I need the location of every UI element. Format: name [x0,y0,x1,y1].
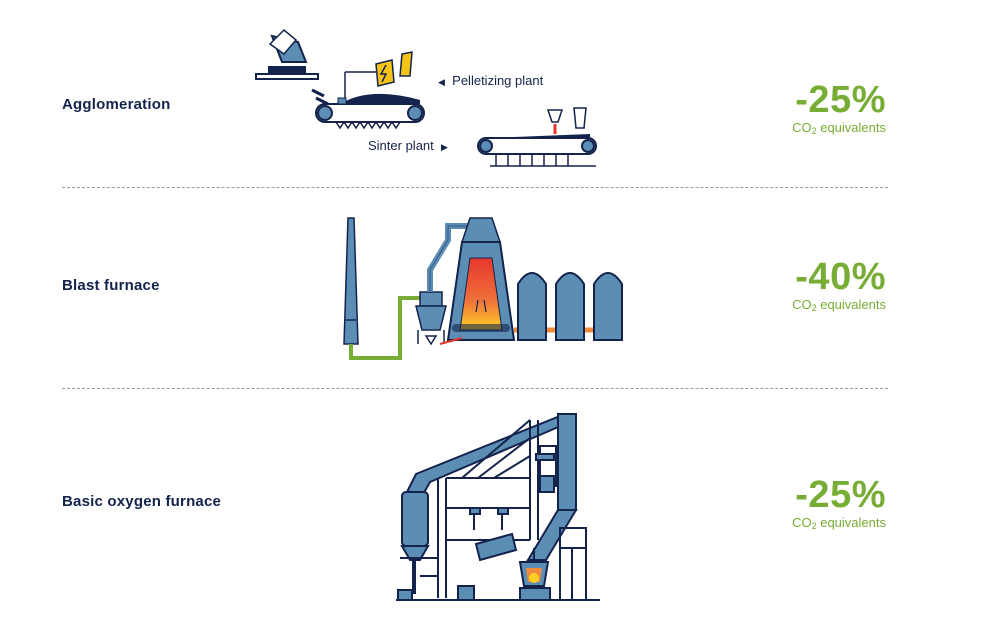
sinter-label: Sinter plant ▶ [368,138,448,153]
row-title-blast-furnace: Blast furnace [62,277,160,294]
sinter-conveyor-icon [477,107,597,167]
reduction-unit: CO2 equivalents [792,120,886,136]
pelletizing-label: ◀ Pelletizing plant [438,73,544,88]
reduction-unit: CO2 equivalents [792,515,886,531]
reduction-blast-furnace: -40% CO2 equivalents [792,257,886,316]
divider-1 [62,187,888,188]
arrow-left-icon: ◀ [438,77,445,87]
reduction-agglomeration: -25% CO2 equivalents [792,80,886,139]
excavator-icon [255,28,329,106]
divider-2 [62,388,888,389]
arrow-right-icon: ▶ [441,142,448,152]
chimney-icon [343,217,359,345]
converter-plant-icon [396,413,600,601]
reduction-unit: CO2 equivalents [792,297,886,313]
row-title-agglomeration: Agglomeration [62,96,171,113]
chimney-icon [399,51,413,77]
reduction-value: -25% [795,474,886,516]
electricity-icon [375,59,395,87]
reduction-value: -25% [795,79,886,121]
stove-icon [517,272,623,341]
conveyor-icon [315,71,425,130]
reduction-value: -40% [795,256,886,298]
row-title-basic-oxygen-furnace: Basic oxygen furnace [62,493,222,510]
dust-catcher-icon [415,291,447,346]
blast-furnace-icon [439,217,516,345]
reduction-basic-oxygen-furnace: -25% CO2 equivalents [792,475,886,534]
